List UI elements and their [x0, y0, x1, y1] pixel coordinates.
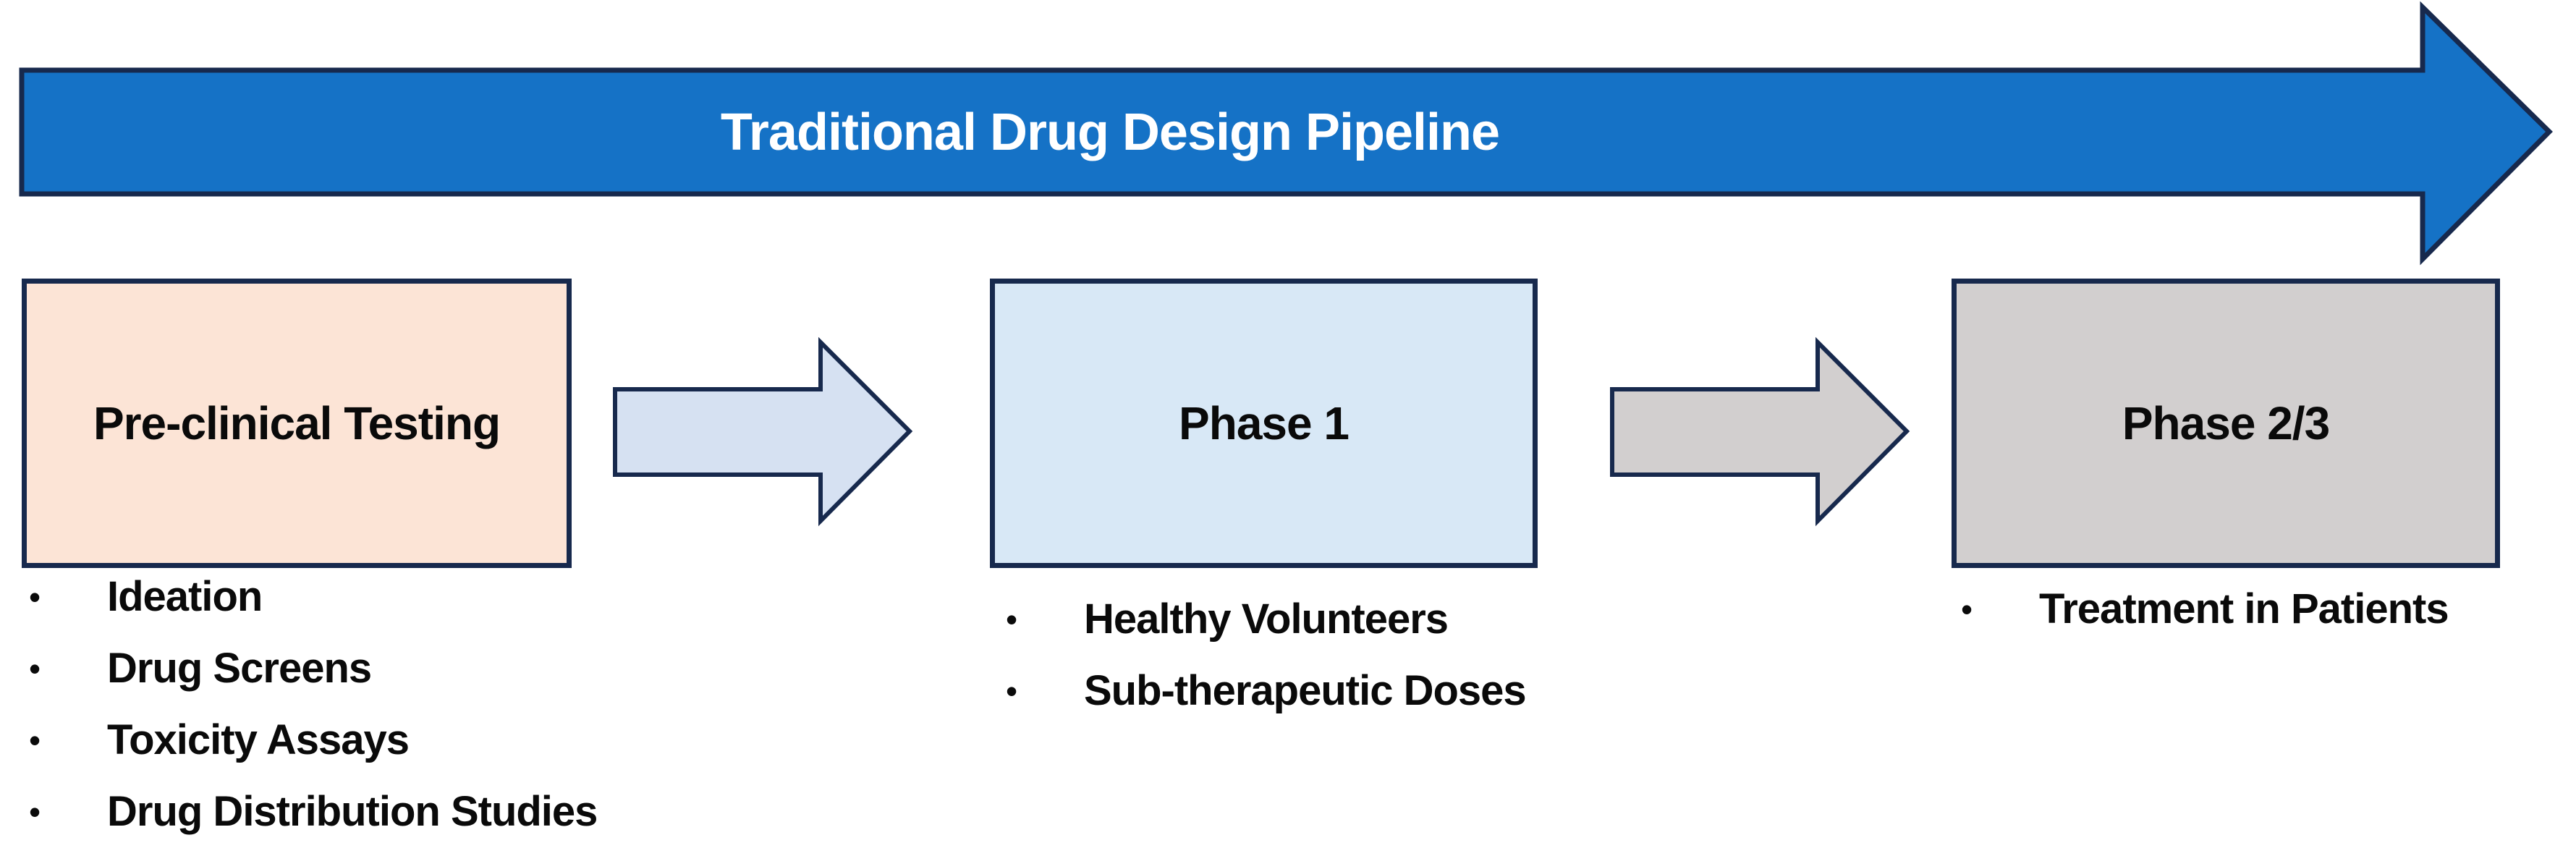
- bullet-icon: •: [1006, 600, 1018, 638]
- stage-label-preclinical: Pre-clinical Testing: [93, 397, 501, 449]
- bullet-icon: •: [29, 792, 41, 831]
- bullet-item: • Drug Distribution Studies: [22, 776, 598, 847]
- connector-arrow-1-icon: [613, 336, 913, 527]
- bullet-icon: •: [1006, 671, 1018, 710]
- bullet-icon: •: [29, 721, 41, 759]
- pipeline-arrow-shape: [19, 1, 2553, 266]
- bullet-list-phase-1: • Healthy Volunteers • Sub-therapeutic D…: [999, 583, 1527, 726]
- bullet-item-label: Treatment in Patients: [2039, 585, 2449, 632]
- bullet-list-preclinical: • Ideation • Drug Screens • Toxicity Ass…: [22, 561, 598, 847]
- bullet-item: • Healthy Volunteers: [999, 583, 1526, 655]
- bullet-icon: •: [29, 649, 41, 687]
- stage-label-phase-2-3: Phase 2/3: [2122, 397, 2330, 449]
- bullet-list-phase-2-3: • Treatment in Patients: [1954, 573, 2449, 645]
- bullet-item-label: Ideation: [107, 573, 263, 620]
- bullet-item: • Sub-therapeutic Doses: [999, 655, 1527, 726]
- stage-box-phase-2-3: Phase 2/3: [1952, 279, 2500, 568]
- bullet-item-label: Sub-therapeutic Doses: [1084, 667, 1527, 714]
- stage-label-phase-1: Phase 1: [1179, 397, 1350, 449]
- bullet-item-label: Healthy Volunteers: [1084, 596, 1449, 643]
- pipeline-title: Traditional Drug Design Pipeline: [720, 103, 1500, 161]
- bullet-item-label: Drug Distribution Studies: [107, 788, 598, 835]
- bullet-icon: •: [29, 577, 41, 616]
- bullet-item-label: Toxicity Assays: [107, 716, 410, 763]
- bullet-item: • Toxicity Assays: [22, 704, 597, 776]
- stage-box-preclinical: Pre-clinical Testing: [22, 279, 572, 568]
- stage-box-phase-1: Phase 1: [990, 279, 1538, 568]
- bullet-item: • Drug Screens: [22, 632, 597, 704]
- bullet-item: • Treatment in Patients: [1954, 573, 2449, 645]
- bullet-item-label: Drug Screens: [107, 645, 372, 692]
- connector-arrow-2-icon: [1610, 336, 1910, 527]
- bullet-icon: •: [1961, 590, 1973, 628]
- bullet-item: • Ideation: [22, 561, 597, 632]
